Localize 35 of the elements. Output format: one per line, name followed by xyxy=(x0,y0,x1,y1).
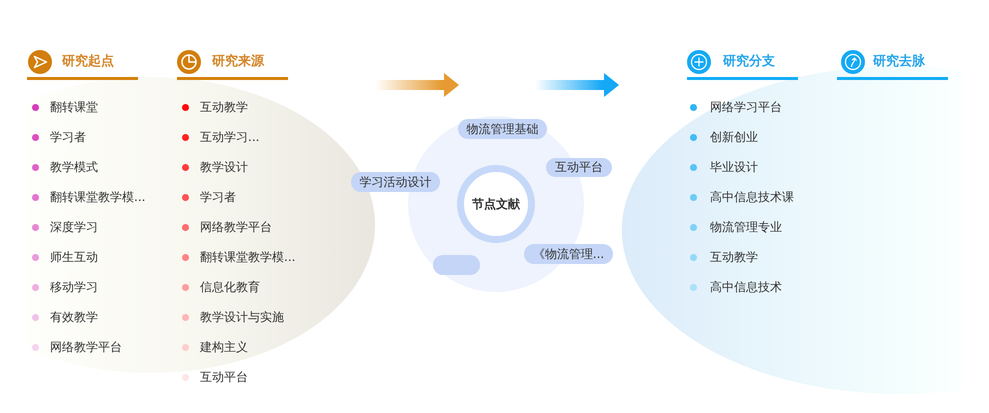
list-item: 互动教学 xyxy=(200,100,248,114)
section-heading: 研究去脉 xyxy=(873,54,925,70)
section-heading: 研究分支 xyxy=(723,54,775,70)
list-item: 教学设计 xyxy=(200,160,248,174)
list-item: 建构主义 xyxy=(200,340,248,354)
list-item: 高中信息技术课 xyxy=(710,190,794,204)
list-item: 物流管理专业 xyxy=(710,220,782,234)
list-item: 互动平台 xyxy=(200,370,248,384)
list-item: 教学设计与实施 xyxy=(200,310,284,324)
list-item: 网络教学平台 xyxy=(50,340,122,354)
list-item: 翻转课堂 xyxy=(50,100,98,114)
list-item: 学习者 xyxy=(200,190,236,204)
keyword-pill: 学习活动设计 xyxy=(351,172,440,192)
list-item: 网络学习平台 xyxy=(710,100,782,114)
keyword-pill: 《物流管理... xyxy=(524,244,613,264)
list-item: 高中信息技术 xyxy=(710,280,782,294)
keyword-pill: 物流管理基础 xyxy=(458,119,547,139)
list-item: 创新创业 xyxy=(710,130,758,144)
list-item: 深度学习 xyxy=(50,220,98,234)
list-item: 网络教学平台 xyxy=(200,220,272,234)
keyword-pill xyxy=(433,255,480,275)
list-item: 翻转课堂教学模... xyxy=(200,250,296,264)
list-item: 互动教学 xyxy=(710,250,758,264)
list-item: 教学模式 xyxy=(50,160,98,174)
list-item: 学习者 xyxy=(50,130,86,144)
list-item: 互动学习... xyxy=(200,130,260,144)
list-item: 翻转课堂教学模... xyxy=(50,190,146,204)
list-item: 有效教学 xyxy=(50,310,98,324)
keyword-pill: 互动平台 xyxy=(546,158,612,177)
list-item: 移动学习 xyxy=(50,280,98,294)
list-item: 师生互动 xyxy=(50,250,98,264)
list-item: 信息化教育 xyxy=(200,280,260,294)
section-heading: 研究来源 xyxy=(212,54,264,70)
list-item: 毕业设计 xyxy=(710,160,758,174)
section-heading: 研究起点 xyxy=(62,54,114,70)
